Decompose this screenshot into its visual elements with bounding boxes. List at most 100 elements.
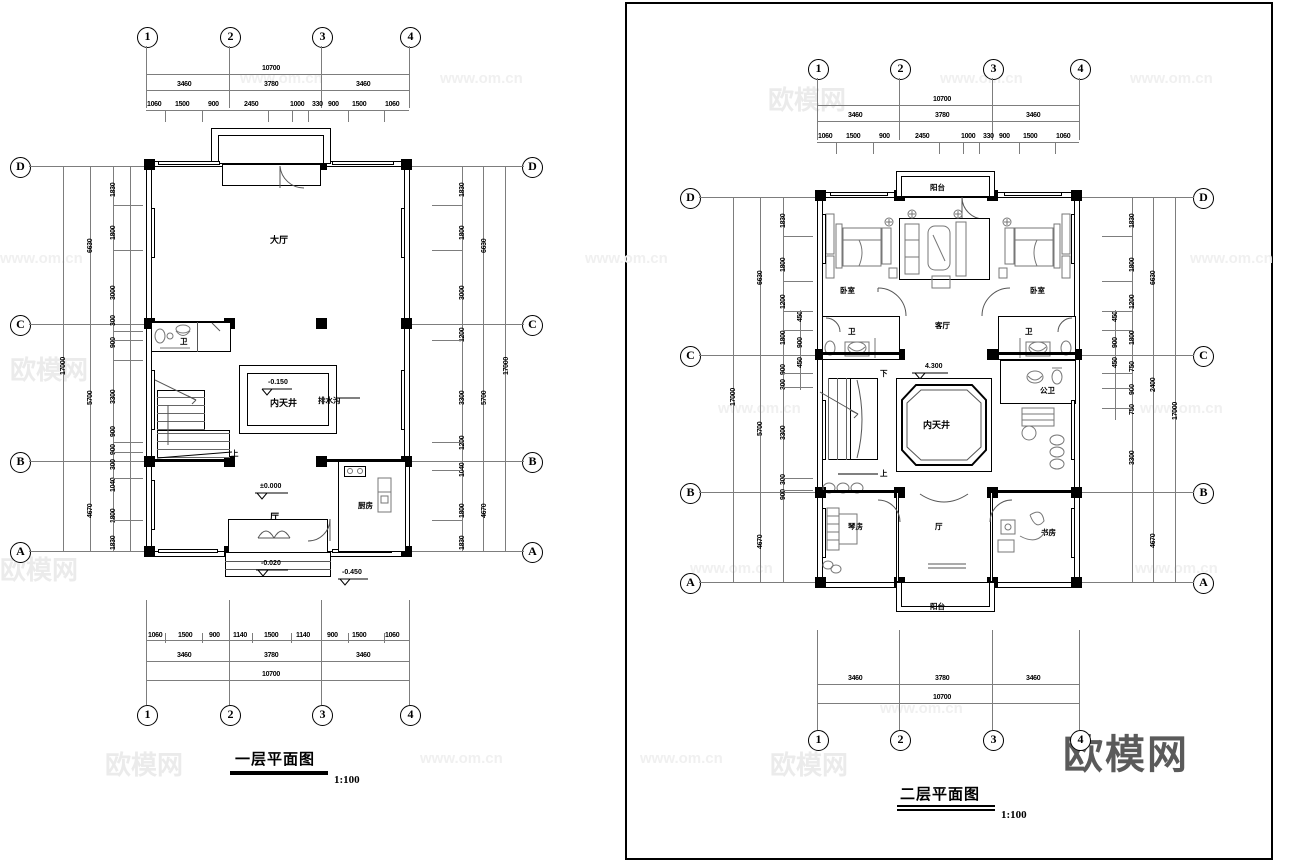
- dim-tick: [836, 142, 837, 154]
- column: [144, 546, 155, 557]
- interior-wall: [151, 459, 231, 462]
- grid-line-3: [321, 46, 322, 108]
- public-bathroom-walls: [1000, 360, 1076, 404]
- dim-top-detail: 900: [879, 133, 890, 140]
- room-label-music-room: 琴房: [848, 522, 863, 531]
- frame-left-border: [625, 2, 627, 860]
- watermark-cjk: 欧模网: [770, 751, 849, 781]
- dim-top-detail: 1060: [818, 133, 833, 140]
- dim-line-overall-left: [733, 197, 734, 582]
- grid-line-1: [146, 46, 147, 108]
- dim-line-detail-top: [817, 142, 1079, 143]
- stair-label-down: 下: [880, 369, 888, 378]
- column: [401, 159, 412, 170]
- drainage-ditch-label: 排水沟: [318, 396, 341, 405]
- dim-top-detail: 2450: [244, 101, 259, 108]
- dim-top-detail: 900: [328, 101, 339, 108]
- dim-line-bays-bottom: [146, 661, 409, 662]
- dim-tick: [1102, 236, 1132, 237]
- dim-tick: [432, 442, 462, 443]
- grid-bubble-B: B: [1193, 483, 1214, 504]
- column: [815, 577, 826, 588]
- grid-bubble-2: 2: [220, 27, 241, 48]
- dim-tick: [165, 633, 166, 643]
- window-opening: [401, 208, 405, 258]
- column: [1071, 577, 1082, 588]
- plan-scale: 1:100: [1001, 809, 1027, 821]
- dim-tick: [963, 142, 964, 154]
- window-opening: [158, 549, 218, 553]
- dim-line-overall-top: [146, 74, 409, 75]
- dim-tick: [1102, 281, 1132, 282]
- room-label-kitchen: 厨房: [358, 501, 373, 510]
- frame-top-border: [625, 2, 1273, 4]
- watermark-cjk: 欧模网: [0, 556, 79, 586]
- dim-tick: [202, 110, 203, 122]
- dim-tick: [113, 360, 143, 361]
- dim-top-detail: 1500: [175, 101, 190, 108]
- south-porch: [228, 519, 328, 553]
- grid-bubble-3: 3: [312, 27, 333, 48]
- dim-tick: [1055, 142, 1056, 154]
- grid-line-2: [229, 46, 230, 108]
- dim-tick: [1102, 408, 1132, 409]
- grid-line-3: [992, 78, 993, 140]
- dim-line-overall-top: [817, 105, 1079, 106]
- column: [401, 318, 412, 329]
- room-label-living-room: 客厅: [935, 321, 950, 330]
- stair-label-up: 上: [231, 449, 239, 458]
- column: [1071, 190, 1082, 201]
- dim-top-detail: 330: [312, 101, 323, 108]
- title-underline: [897, 805, 995, 807]
- grid-line-1-bottom: [817, 630, 818, 730]
- grid-bubble-2: 2: [890, 59, 911, 80]
- dim-tick: [113, 520, 143, 521]
- dim-leader: [130, 166, 131, 551]
- grid-bubble-1: 1: [808, 59, 829, 80]
- grid-bubble-C: C: [1193, 346, 1214, 367]
- title-underline: [230, 771, 328, 775]
- column: [401, 546, 412, 557]
- dim-tick: [432, 205, 462, 206]
- dim-top-overall: 10700: [933, 96, 951, 103]
- room-label-inner-courtyard-2f: 内天井: [923, 421, 951, 431]
- dim-top-bay: 3460: [177, 81, 192, 88]
- room-label-bedroom-east: 卧室: [1030, 286, 1045, 295]
- courtyard-outer-2f: [896, 378, 992, 472]
- grid-line-2: [899, 78, 900, 140]
- watermark: www.om.cn: [718, 400, 801, 417]
- interior-wall: [822, 352, 900, 355]
- grid-bubble-D: D: [522, 157, 543, 178]
- grid-bubble-D: D: [680, 188, 701, 209]
- dim-line-bays-right: [1153, 197, 1154, 582]
- watermark: www.om.cn: [1140, 400, 1223, 417]
- dim-top-detail: 330: [983, 133, 994, 140]
- grid-bubble-4: 4: [1070, 730, 1091, 751]
- dim-top-bay: 3460: [356, 81, 371, 88]
- dim-line-overall-right: [1175, 197, 1176, 582]
- dim-tick: [202, 633, 203, 643]
- dim-line-bays-left: [90, 166, 91, 551]
- dim-bottom-bay: 3460: [356, 652, 371, 659]
- dim-line-bays-top: [817, 121, 1079, 122]
- column: [815, 349, 826, 360]
- dim-top-bay: 3460: [1026, 112, 1041, 119]
- plan-title: 二层平面图: [900, 785, 981, 803]
- grid-bubble-3: 3: [983, 59, 1004, 80]
- room-label-grand-hall: 大厅: [270, 236, 289, 246]
- dim-bottom-bay: 3780: [935, 675, 950, 682]
- dim-tick: [113, 250, 143, 251]
- watermark: www.om.cn: [420, 750, 503, 767]
- dim-tick: [1102, 388, 1132, 389]
- dim-tick: [783, 281, 813, 282]
- grid-bubble-A: A: [522, 542, 543, 563]
- plan-scale: 1:100: [334, 774, 360, 786]
- column: [144, 159, 155, 170]
- room-label-balcony-north: 阳台: [930, 183, 945, 192]
- balcony-south-inner: [901, 582, 990, 607]
